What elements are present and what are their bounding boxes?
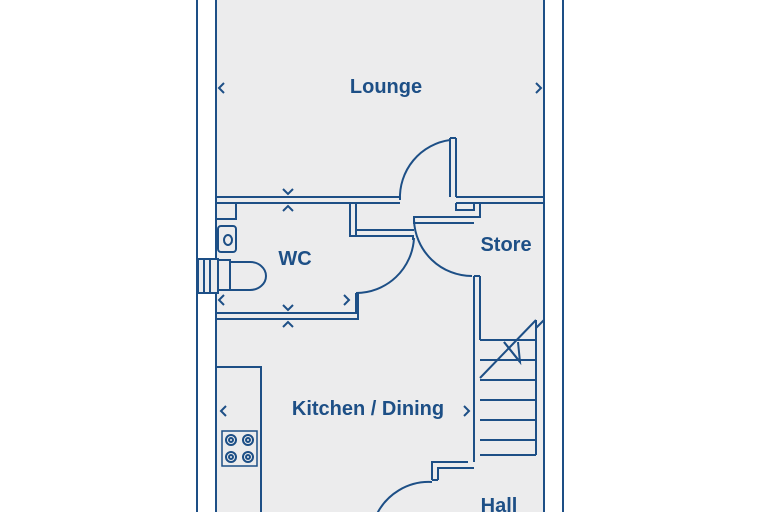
cistern-icon [215, 202, 237, 220]
dimension-chevron-icon [343, 294, 351, 306]
room-label-hall: Hall [481, 495, 518, 512]
hob-icon [221, 430, 258, 467]
dimension-chevron-icon [217, 82, 225, 94]
lounge-door [398, 137, 457, 201]
dimension-chevron-icon [219, 405, 227, 417]
lounge-wall [216, 196, 544, 204]
stairs [479, 319, 545, 456]
room-label-lounge: Lounge [350, 76, 422, 98]
dimension-chevron-icon [535, 82, 543, 94]
toilet-icon [217, 259, 267, 291]
dimension-chevron-icon [282, 204, 294, 212]
dimension-chevron-icon [217, 294, 225, 306]
dimension-chevron-icon [282, 188, 294, 196]
kitchen-units [215, 366, 262, 512]
room-label-kitchen: Kitchen / Dining [292, 398, 444, 420]
dimension-markers [217, 82, 543, 417]
wc-door [355, 236, 415, 295]
store-walls [413, 203, 481, 462]
room-label-wc: WC [278, 248, 311, 270]
wc-fixtures [197, 202, 267, 294]
dimension-chevron-icon [463, 405, 471, 417]
wc-walls [216, 203, 414, 320]
room-label-store: Store [480, 234, 531, 256]
hall-walls [376, 461, 474, 512]
window-icon [197, 258, 219, 294]
dimension-chevron-icon [282, 304, 294, 312]
dimension-chevron-icon [282, 320, 294, 328]
